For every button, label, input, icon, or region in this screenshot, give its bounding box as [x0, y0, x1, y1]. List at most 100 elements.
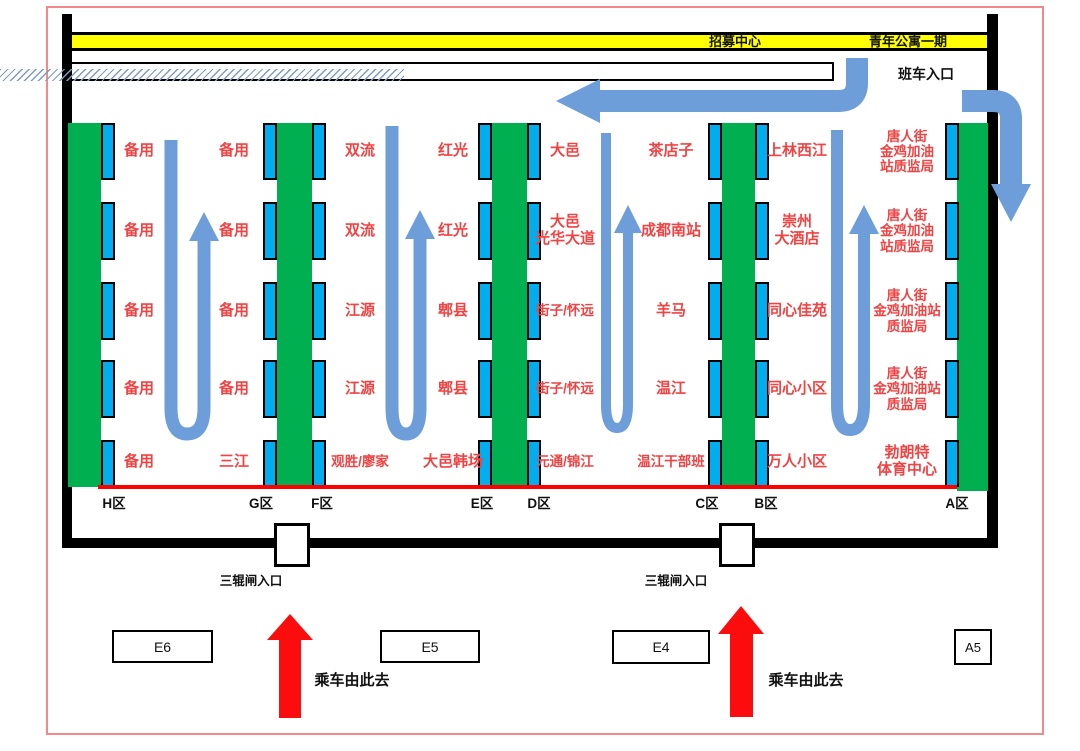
- turnstile-gate-1: [274, 523, 310, 567]
- destination-label: 双流: [344, 221, 375, 239]
- berths-zone-h: [101, 0, 115, 751]
- destination-label: 温江: [655, 379, 686, 397]
- destination-label: 备用: [218, 142, 249, 160]
- station-wall-right: [987, 14, 998, 548]
- destination-label: 大邑: [549, 142, 580, 160]
- destination-label: 唐人街 金鸡加油 站质监局: [880, 208, 934, 254]
- berth-bay: [945, 282, 959, 340]
- destination-label: 备用: [218, 221, 249, 239]
- destination-label: 大邑韩场: [422, 452, 483, 470]
- berth-bay: [755, 282, 769, 340]
- berth-bay: [755, 202, 769, 260]
- zone-label-a: A区: [945, 496, 969, 511]
- platform-g-f: [277, 123, 312, 487]
- destinations-zone-f: 双流双流江源江源观胜/廖家: [313, 0, 407, 751]
- destination-label: 万人小区: [766, 452, 827, 470]
- destination-label: 双流: [344, 142, 375, 160]
- berth-bay: [101, 202, 115, 260]
- berth-bay: [101, 360, 115, 418]
- berth-bay: [478, 360, 492, 418]
- destination-label: 唐人街 金鸡加油站 质监局: [873, 366, 941, 412]
- zone-label-h: H区: [102, 496, 126, 511]
- platform-stop-line: [98, 485, 957, 489]
- station-wall-bottom: [62, 538, 998, 548]
- berths-zone-b: [755, 0, 769, 751]
- destination-label: 备用: [123, 452, 154, 470]
- berth-bay: [263, 123, 277, 180]
- destination-label: 唐人街 金鸡加油 站质监局: [880, 128, 934, 175]
- destinations-zone-a: 唐人街 金鸡加油 站质监局唐人街 金鸡加油 站质监局唐人街 金鸡加油站 质监局唐…: [863, 0, 951, 751]
- berth-bay: [263, 440, 277, 487]
- berths-zone-e: [478, 0, 492, 751]
- berth-bay: [755, 360, 769, 418]
- berth-bay: [312, 360, 326, 418]
- outer-border: [46, 6, 1044, 735]
- destination-label: 江源: [344, 379, 375, 397]
- destination-label: 备用: [123, 379, 154, 397]
- stand-box-e5: E5: [380, 630, 480, 663]
- shuttle-entrance-label: 班车入口: [898, 66, 954, 82]
- destinations-zone-d: 大邑大邑 光华大道街子/怀远街子/怀远元通/锦江: [523, 0, 607, 751]
- boarding-direction-label-1: 乘车由此去: [314, 672, 390, 689]
- destination-label: 备用: [123, 301, 154, 319]
- destination-label: 郫县: [437, 301, 468, 319]
- zone-label-d: D区: [527, 496, 551, 511]
- berth-bay: [527, 202, 541, 260]
- destination-label: 红光: [437, 221, 468, 239]
- berth-bay: [312, 282, 326, 340]
- berth-bay: [708, 360, 722, 418]
- berth-bay: [101, 123, 115, 180]
- destination-label: 唐人街 金鸡加油站 质监局: [873, 288, 941, 334]
- destination-label: 观胜/廖家: [331, 454, 389, 470]
- stand-box-e6: E6: [112, 630, 213, 663]
- zone-label-g: G区: [248, 496, 274, 511]
- berth-bay: [708, 202, 722, 260]
- berth-bay: [478, 202, 492, 260]
- stand-box-e4: E4: [612, 630, 710, 664]
- destination-label: 元通/锦江: [536, 454, 594, 470]
- berth-bay: [708, 123, 722, 180]
- turnstile-gate-2: [719, 523, 755, 567]
- platform-c-b: [722, 123, 755, 487]
- berth-bay: [263, 202, 277, 260]
- berth-bay: [312, 123, 326, 180]
- destination-label: 同心佳苑: [766, 301, 827, 319]
- hatched-fence: [0, 69, 404, 81]
- destinations-zone-b: 上林西江崇州 大酒店同心佳苑同心小区万人小区: [757, 0, 837, 751]
- berth-bay: [527, 360, 541, 418]
- berths-zone-g: [263, 0, 277, 751]
- platform-e-d: [492, 123, 527, 487]
- destination-label: 备用: [218, 301, 249, 319]
- berth-bay: [527, 282, 541, 340]
- destination-label: 街子/怀远: [536, 381, 594, 397]
- zone-label-b: B区: [754, 496, 778, 511]
- berth-bay: [263, 282, 277, 340]
- zone-label-e: E区: [470, 496, 494, 511]
- destinations-zone-g: 备用备用备用备用三江: [206, 0, 262, 751]
- destination-label: 茶店子: [648, 142, 694, 160]
- berth-bay: [478, 123, 492, 180]
- berth-bay: [263, 360, 277, 418]
- destination-label: 三江: [218, 452, 249, 470]
- turnstile-entrance-label-1: 三辊闸入口: [219, 574, 283, 588]
- boarding-direction-label-2: 乘车由此去: [768, 672, 844, 689]
- platform-a: [957, 123, 988, 491]
- destination-label: 温江干部班: [637, 454, 705, 470]
- destination-label: 同心小区: [766, 379, 827, 397]
- turnstile-entrance-label-2: 三辊闸入口: [644, 574, 708, 588]
- berths-zone-d: [527, 0, 541, 751]
- top-building-banner: 招募中心 青年公寓一期: [72, 32, 987, 51]
- recruit-center-label: 招募中心: [708, 34, 761, 49]
- youth-apartment-label: 青年公寓一期: [868, 34, 947, 49]
- berths-zone-a: [945, 0, 959, 751]
- destination-label: 羊马: [655, 301, 686, 319]
- destination-label: 勃朗特 体育中心: [876, 444, 937, 478]
- destination-label: 崇州 大酒店: [774, 213, 820, 247]
- destination-label: 备用: [123, 142, 154, 160]
- berth-bay: [755, 123, 769, 180]
- destination-label: 江源: [344, 301, 375, 319]
- destination-label: 备用: [123, 221, 154, 239]
- berth-bay: [527, 123, 541, 180]
- berth-bay: [945, 360, 959, 418]
